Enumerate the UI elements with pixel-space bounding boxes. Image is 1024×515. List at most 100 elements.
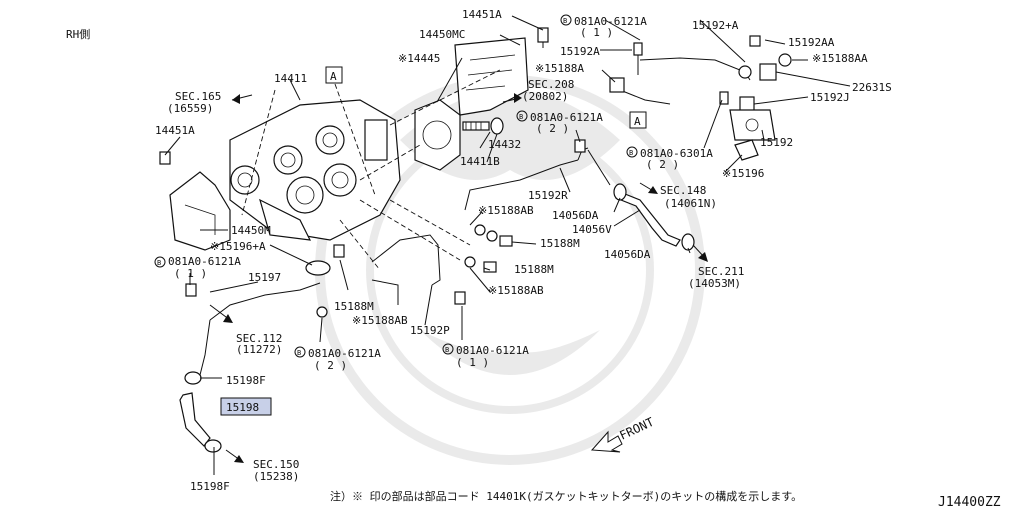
label-081-top: 081A0-6121A — [574, 15, 647, 28]
label-081-mid2-qty: ( 1 ) — [456, 356, 489, 369]
label-14056V: 14056V — [572, 223, 612, 236]
label-15198: 15198 — [226, 401, 259, 414]
heat-shield-14450M[interactable] — [169, 171, 231, 251]
label-081-mid-qty: ( 2 ) — [314, 359, 347, 372]
svg-text:B: B — [629, 149, 633, 157]
label-081-right-qty: ( 2 ) — [536, 122, 569, 135]
label-081-left-qty: ( 1 ) — [174, 267, 207, 280]
label-15192: 15192 — [760, 136, 793, 149]
label-15188M-a: 15188M — [334, 300, 374, 313]
bolt-callout-circle-mid2 — [442, 343, 454, 355]
label-15188AB-a: ※15188AB — [352, 314, 408, 327]
washer-15188AA[interactable] — [778, 53, 792, 67]
bolt-callout-circle-left — [154, 256, 166, 268]
bolt-callout-circle-right — [516, 110, 528, 122]
label-sec208-sub: (20802) — [522, 90, 568, 103]
label-15188M-c: 15188M — [514, 263, 554, 276]
label-sec148: SEC.148 — [660, 184, 706, 197]
bolt-15188M-b[interactable] — [499, 235, 513, 247]
gasket-14445[interactable] — [414, 99, 461, 171]
clamp-14056DA-a[interactable] — [613, 183, 627, 201]
label-sec112-sub: (11272) — [236, 343, 282, 356]
label-sec112: SEC.112 — [236, 332, 282, 345]
bolt-14451A-top[interactable] — [537, 27, 549, 48]
svg-text:B: B — [157, 259, 161, 267]
label-15188AB-c: ※15188AB — [488, 284, 544, 297]
svg-text:B: B — [445, 346, 449, 354]
direction-arrows — [209, 93, 708, 463]
label-15192R: 15192R — [528, 189, 568, 202]
footnote: 注）※ 印の部品は部品コード 14401K(ガスケットキットターボ)のキットの構… — [330, 489, 802, 503]
label-sec148-sub: (14061N) — [664, 197, 717, 210]
label-081-6301-qty: ( 2 ) — [646, 158, 679, 171]
label-15188AA: ※15188AA — [812, 52, 868, 65]
label-081-mid2: 081A0-6121A — [456, 344, 529, 357]
label-15188AB-b: ※15188AB — [478, 204, 534, 217]
water-pipe-15192P[interactable] — [371, 234, 441, 286]
clamp-15198F-top[interactable] — [184, 371, 202, 385]
label-14450M: 14450M — [231, 224, 271, 237]
label-081-mid: 081A0-6121A — [308, 347, 381, 360]
stud-14432[interactable] — [462, 121, 490, 131]
hose-15198[interactable] — [179, 392, 211, 447]
label-15196: ※15196 — [722, 167, 764, 180]
bolt-15188M-a[interactable] — [333, 244, 345, 258]
nut-14411B[interactable] — [490, 117, 504, 135]
clamp-15198F-bottom[interactable] — [204, 439, 222, 453]
bolt-callout-circle-mid — [294, 346, 306, 358]
dashed-guides — [241, 69, 501, 271]
label-14411: 14411 — [274, 72, 307, 85]
label-sec208: SEC.208 — [528, 78, 574, 91]
label-14445: ※14445 — [398, 52, 440, 65]
eyebolt-15192A[interactable] — [633, 42, 643, 75]
bolt-15188M-c[interactable] — [483, 261, 497, 273]
label-22631S: 22631S — [852, 81, 892, 94]
oil-feed-pipe-15192A[interactable] — [609, 57, 752, 105]
washer-15188AB-b[interactable] — [474, 224, 498, 242]
label-15192J: 15192J — [810, 91, 850, 104]
label-15192A-plus: 15192+A — [692, 19, 739, 32]
svg-text:B: B — [297, 349, 301, 357]
svg-text:A: A — [330, 70, 337, 83]
ref-box-a-left: A — [325, 66, 343, 84]
label-14411B: 14411B — [460, 155, 500, 168]
ref-box-a-right: A — [629, 111, 647, 129]
label-15196A: ※15196+A — [210, 240, 266, 253]
bolt-callout-circle-6301 — [626, 146, 638, 158]
bolt-081A0-6301A[interactable] — [719, 91, 729, 105]
label-sec150-sub: (15238) — [253, 470, 299, 483]
bolt-14451A-left[interactable] — [159, 151, 171, 165]
leader-lines — [164, 15, 851, 475]
label-14056DA-a: 14056DA — [552, 209, 599, 222]
label-081-6301: 081A0-6301A — [640, 147, 713, 160]
washer-15188AB-c[interactable] — [464, 256, 476, 268]
label-sec211-sub: (14053M) — [688, 277, 741, 290]
union-15192[interactable] — [729, 109, 776, 141]
washer-15188AB-a[interactable] — [316, 306, 328, 318]
clamp-14056DA-b[interactable] — [681, 233, 695, 251]
hose-14056V[interactable] — [615, 191, 681, 247]
label-sec165: SEC.165 — [175, 90, 221, 103]
gasket-15196A[interactable] — [305, 260, 331, 276]
label-15198F-bottom: 15198F — [190, 480, 230, 493]
gasket-15196[interactable] — [734, 139, 759, 161]
turbo-housing-14411[interactable] — [229, 99, 401, 241]
label-sec165-sub: (16559) — [167, 102, 213, 115]
side-label: RH側 — [66, 28, 90, 41]
label-15192A: 15192A — [560, 45, 600, 58]
bracket-15192AA[interactable] — [749, 35, 761, 47]
switch-22631S[interactable] — [759, 63, 777, 81]
bolt-081A0-6121A-mid[interactable] — [454, 291, 466, 305]
label-14432: 14432 — [488, 138, 521, 151]
water-pipe-15197[interactable] — [199, 282, 321, 376]
bolt-081A0-6121A-left[interactable] — [185, 283, 197, 297]
heat-insulator-14450MC[interactable] — [454, 37, 529, 116]
label-14056DA-b: 14056DA — [604, 248, 651, 261]
label-15198F-top: 15198F — [226, 374, 266, 387]
label-14451A-left: 14451A — [155, 124, 195, 137]
label-081-top-qty: ( 1 ) — [580, 26, 613, 39]
bolt-081A0-6121A-right[interactable] — [574, 139, 586, 153]
label-14450MC: 14450MC — [419, 28, 465, 41]
